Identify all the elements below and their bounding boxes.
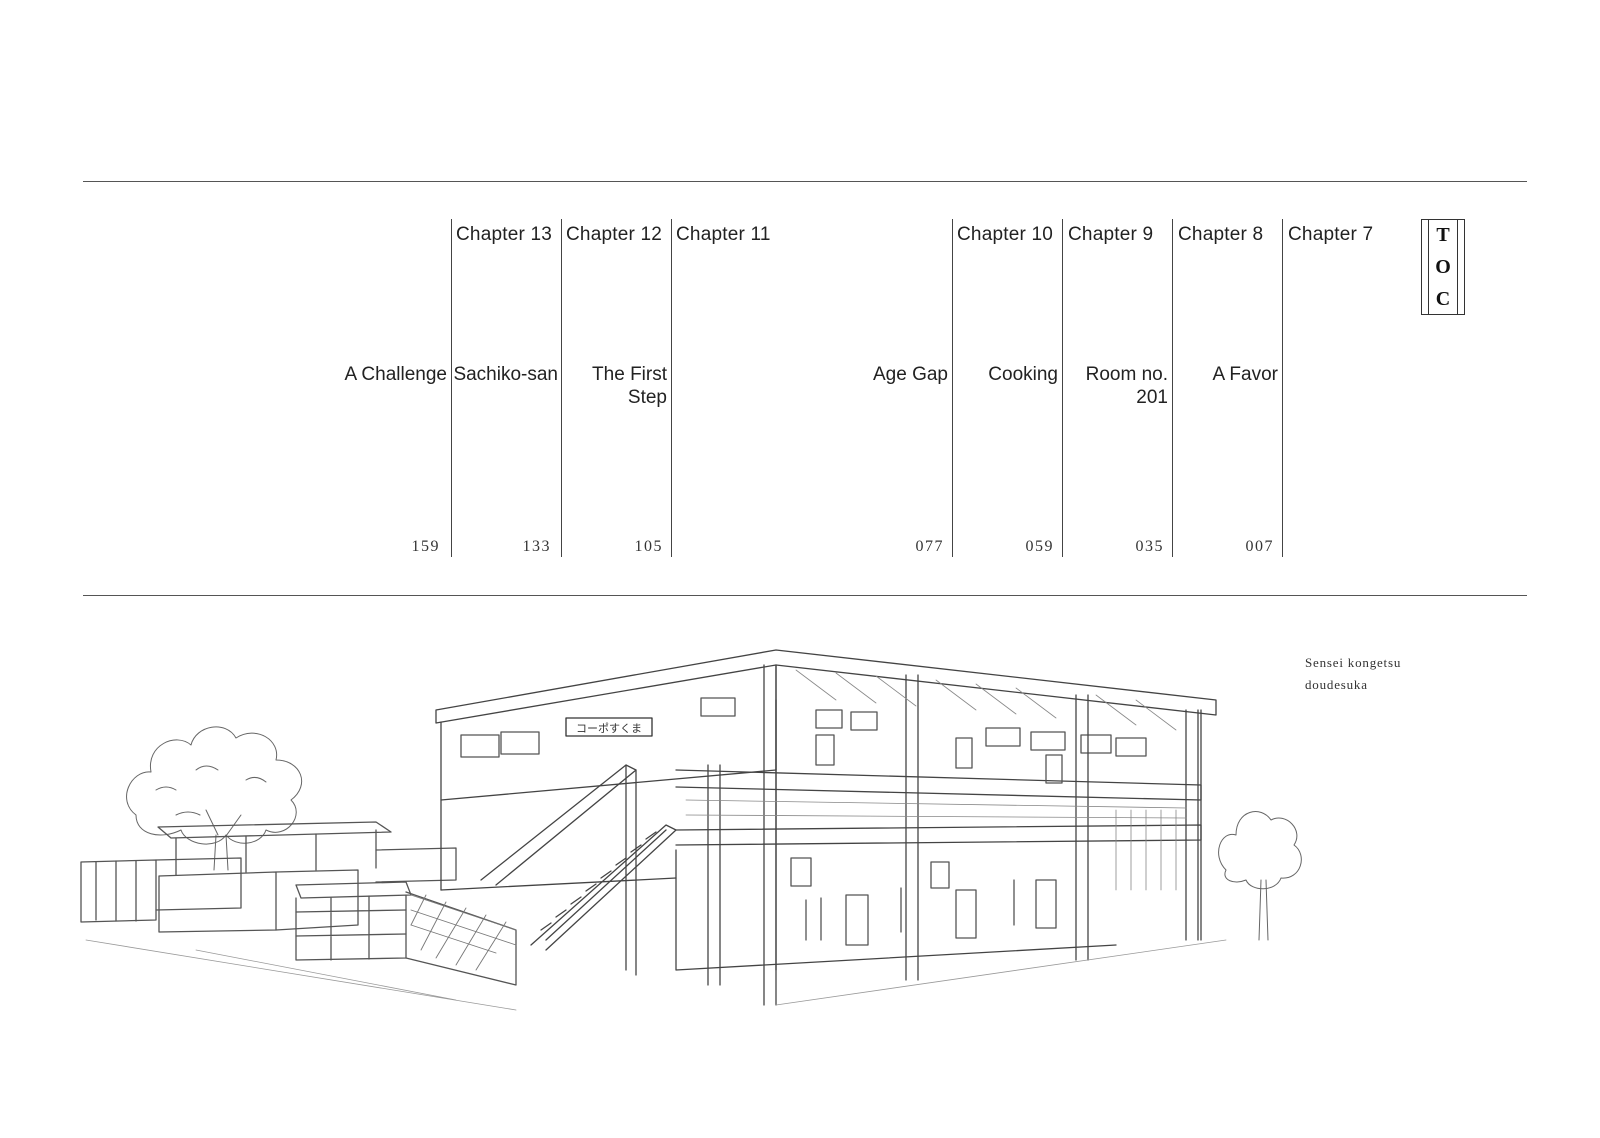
bottom-rule [83,595,1527,596]
chapter-title[interactable]: Sachiko-san [453,364,558,385]
column-divider [671,219,672,557]
carport [157,821,392,876]
page-number: 105 [634,538,663,555]
tree-right-icon [1218,811,1302,941]
tree-left-icon [126,726,303,871]
chapter-label[interactable]: Chapter 9 [1068,224,1154,245]
lattice-panel [410,894,517,971]
chapter-label[interactable]: Chapter 11 [676,224,771,245]
chapter-title[interactable]: Age Gap [873,364,948,385]
sign-text: コーポすくま [576,722,642,735]
chapter-title[interactable]: A Favor [1212,364,1278,385]
chapter-title[interactable]: A Challenge [344,364,447,385]
doors [790,857,1057,946]
series-title-line: doudesuka [1305,677,1368,692]
windows [460,697,1147,784]
ground [85,939,1227,1011]
chapter-label[interactable]: Chapter 7 [1288,224,1374,245]
toc-letter: C [1435,288,1451,310]
chapter-label[interactable]: Chapter 13 [456,224,553,245]
apartment-building-illustration: コーポすくま [80,649,1302,1011]
chapter-label[interactable]: Chapter 8 [1178,224,1264,245]
staircase [480,764,677,976]
railing-slats [685,669,1187,891]
chapter-label[interactable]: Chapter 12 [566,224,663,245]
toc-letter: O [1435,256,1451,278]
series-title: Sensei kongetsu doudesuka [1305,652,1401,696]
building-sign: コーポすくま [565,717,653,737]
column-divider [451,219,452,557]
page-number: 159 [411,538,440,555]
column-divider [952,219,953,557]
fence-walls [80,847,517,986]
toc-letter: T [1436,224,1450,246]
top-rule [83,181,1527,182]
series-title-line: Sensei kongetsu [1305,655,1402,670]
page-number: 035 [1135,538,1164,555]
chapter-title[interactable]: The First Step [592,364,667,408]
page-number: 077 [915,538,944,555]
chapter-title[interactable]: Room no. 201 [1085,364,1168,408]
page-number: 059 [1025,538,1054,555]
building-columns [707,664,1199,1006]
page-number: 007 [1245,538,1274,555]
building-body [435,649,1217,971]
toc-heading: T O C [1421,219,1465,315]
column-divider [1062,219,1063,557]
column-divider [561,219,562,557]
column-divider [1282,219,1283,557]
chapter-label[interactable]: Chapter 10 [957,224,1054,245]
column-divider [1172,219,1173,557]
chapter-title[interactable]: Cooking [988,364,1058,385]
page-number: 133 [522,538,551,555]
